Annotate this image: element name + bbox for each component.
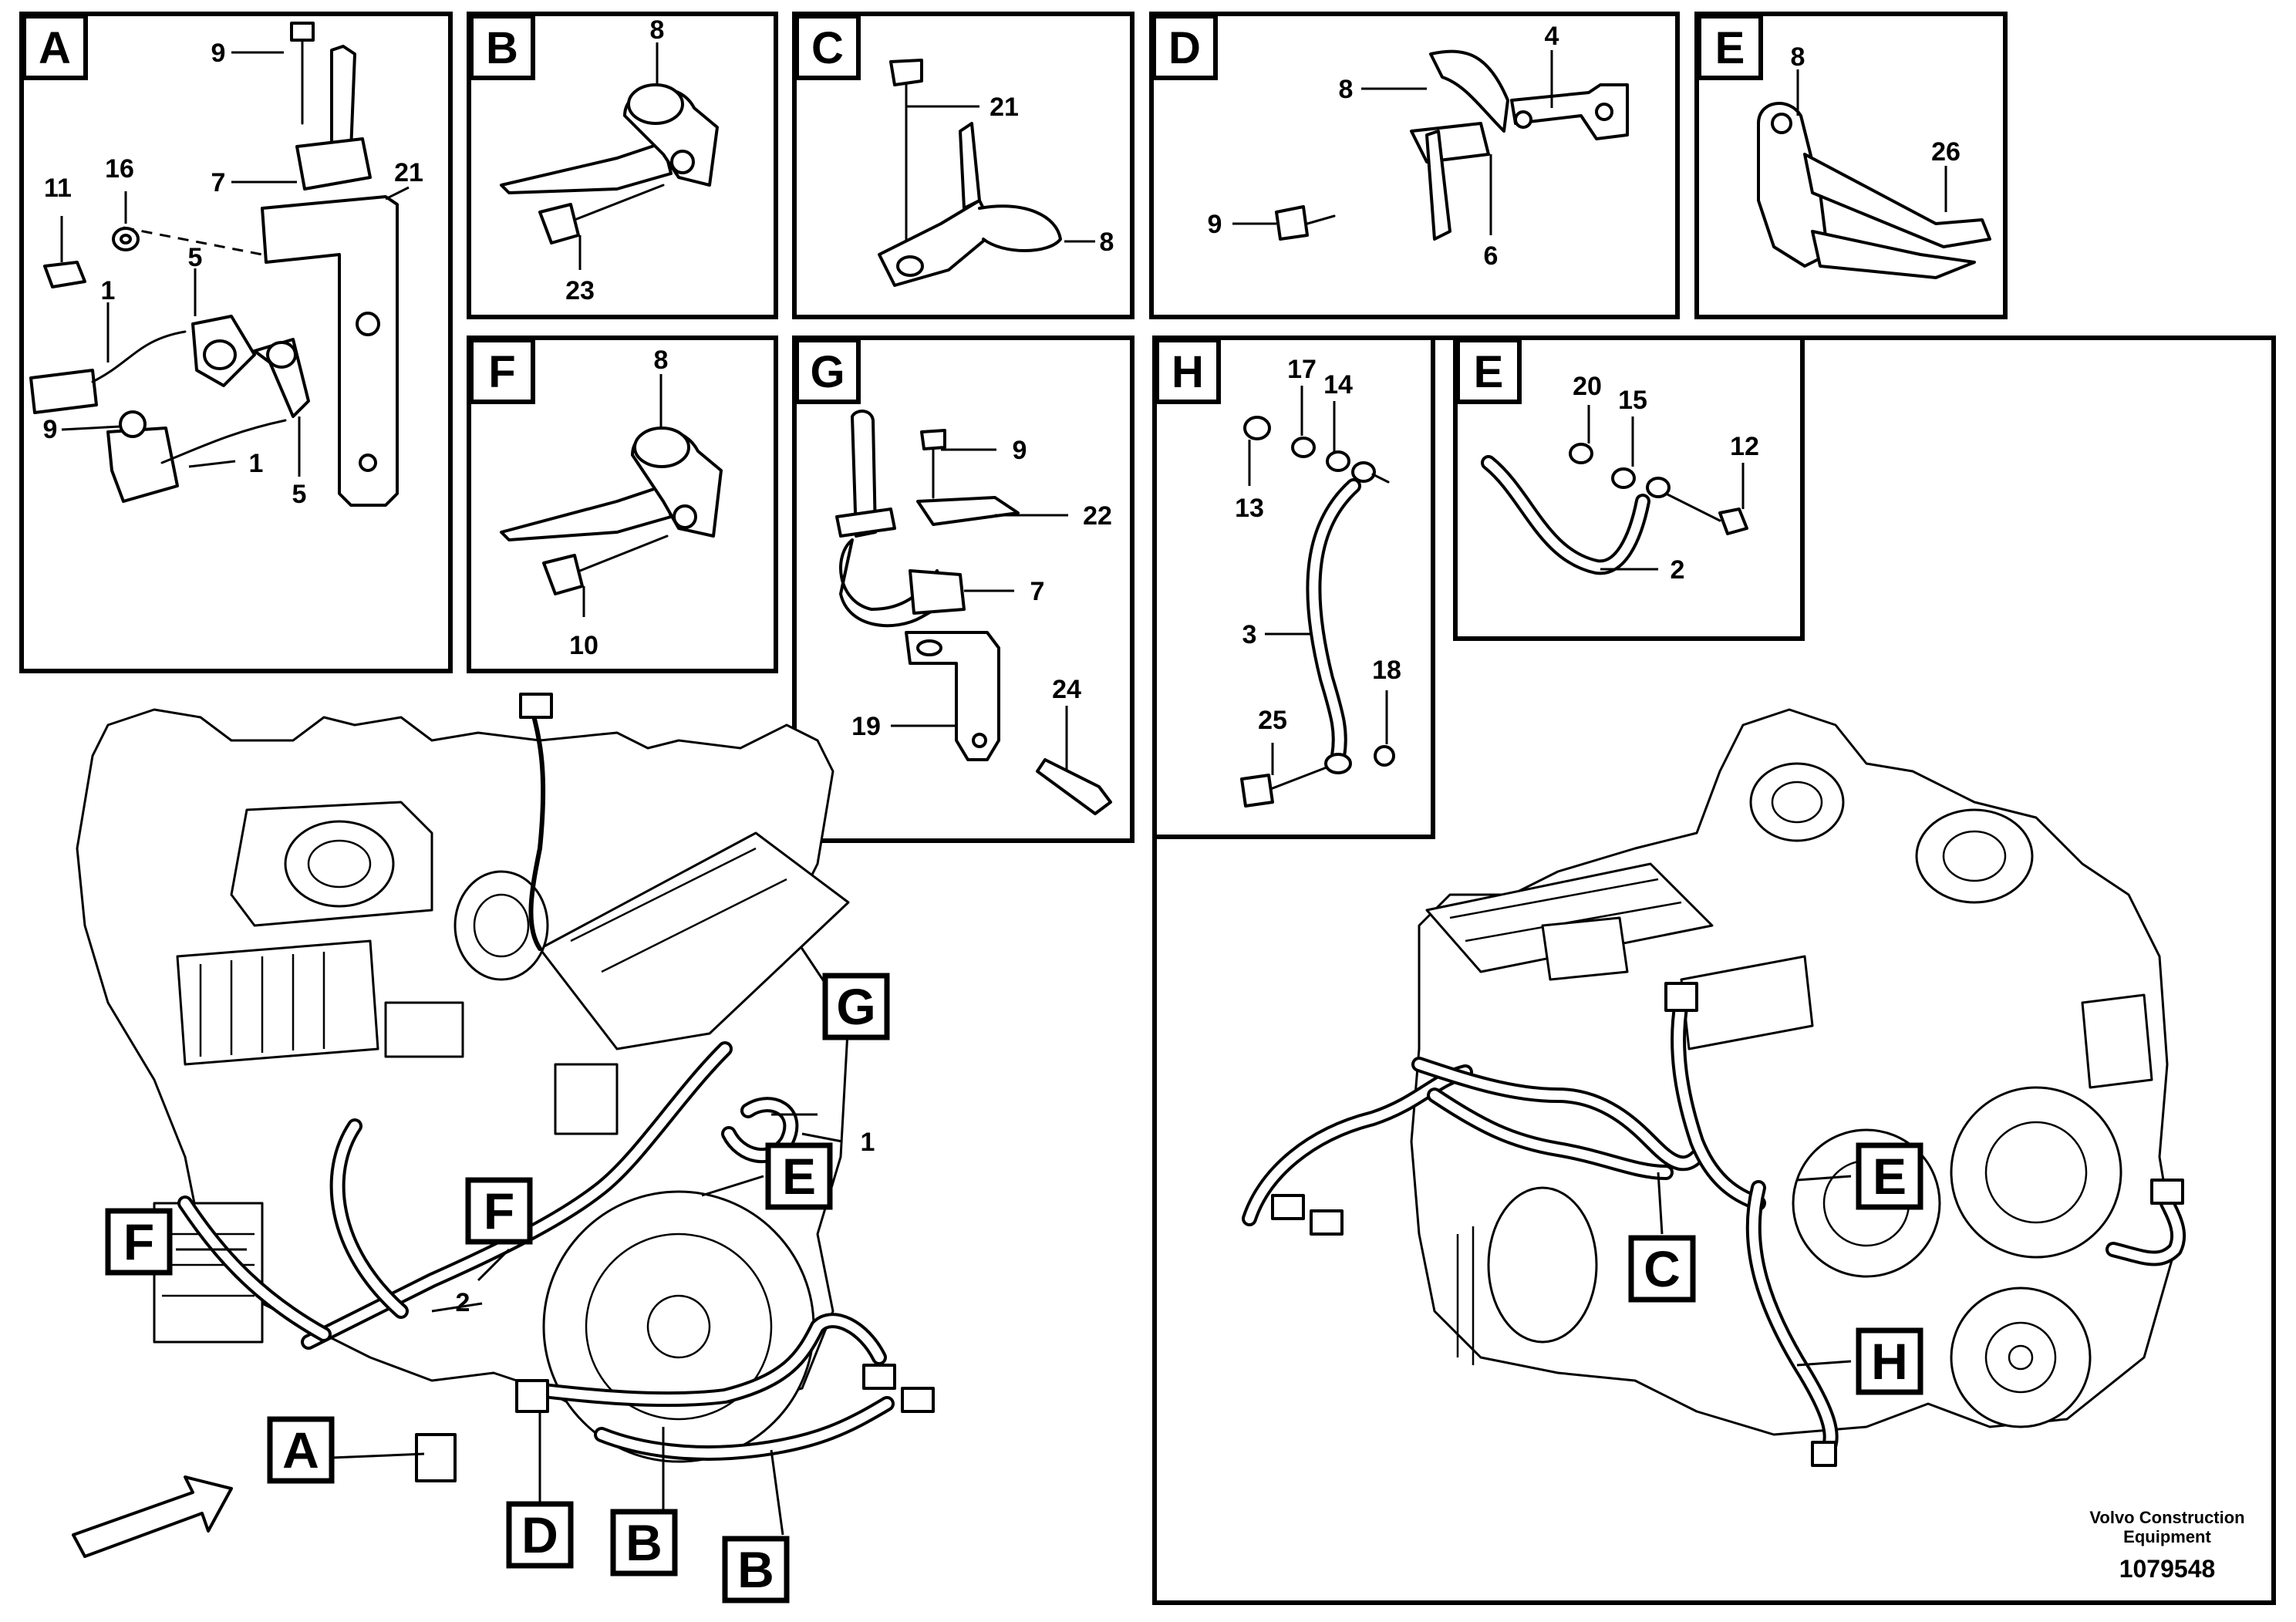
callout-b2 (722, 1536, 790, 1603)
panel-d-letter: D (1168, 23, 1201, 73)
label-7: 7 (1030, 577, 1045, 606)
right-engine-illustration: E C H (1242, 708, 2186, 1467)
label-22: 22 (1083, 501, 1112, 531)
label-1: 1 (101, 276, 116, 305)
label-8: 8 (654, 346, 669, 375)
panel-g-letter: G (810, 347, 845, 397)
label-13: 13 (1235, 494, 1264, 523)
label-2: 2 (1671, 555, 1685, 585)
label-23: 23 (565, 276, 595, 305)
callout-g-letter: G (836, 978, 875, 1035)
callout-f2-letter: F (484, 1182, 514, 1239)
label-25: 25 (1258, 706, 1287, 735)
callout-g (822, 973, 890, 1040)
view-direction-arrow (72, 1475, 233, 1558)
callout-b2-letter: B (737, 1541, 774, 1598)
panel-f-letter: F (488, 347, 515, 397)
connector-1b (106, 427, 179, 503)
panel-b-letter: B (486, 23, 518, 73)
label-9b: 9 (43, 415, 58, 444)
panel-h-letter: H (1172, 347, 1204, 397)
panel-e-mid: E 20 15 12 2 (1453, 336, 1805, 641)
label-9: 9 (211, 39, 226, 68)
callout-c-right-letter: C (1644, 1240, 1681, 1297)
callout-b-letter: B (625, 1514, 663, 1571)
callout-e (765, 1142, 833, 1210)
callout-f-letter: F (123, 1213, 154, 1270)
label-8: 8 (1100, 228, 1114, 257)
label-18: 18 (1372, 656, 1401, 685)
panel-e-top: E 8 26 (1694, 12, 2008, 319)
callout-a (267, 1416, 335, 1484)
panel-c-letter: C (811, 23, 844, 73)
label-5: 5 (188, 243, 203, 272)
label-12: 12 (1730, 432, 1759, 461)
label-2: 2 (456, 1288, 470, 1317)
label-6: 6 (1484, 241, 1499, 271)
callout-e-letter: E (782, 1148, 816, 1205)
label-3: 3 (1242, 620, 1257, 649)
callout-b (610, 1509, 678, 1576)
panel-a: A 9 (19, 12, 453, 673)
panel-e-letter: E (1715, 23, 1745, 73)
label-10: 10 (569, 631, 598, 660)
connector-1 (29, 369, 98, 414)
callout-h-right (1856, 1327, 1923, 1395)
label-9: 9 (1013, 436, 1027, 465)
label-21: 21 (394, 158, 423, 187)
label-8: 8 (650, 15, 665, 45)
label-8: 8 (1339, 75, 1354, 104)
left-engine-illustration: G E F F A D B B 1 2 (72, 693, 935, 1603)
bracket (261, 195, 399, 507)
label-17: 17 (1287, 355, 1317, 384)
label-11: 11 (44, 174, 72, 203)
callout-a-letter: A (282, 1421, 319, 1479)
panel-d: D 4 8 9 6 (1149, 12, 1680, 319)
callout-d (506, 1501, 574, 1569)
credit-line-1: Volvo Construction (2089, 1508, 2244, 1527)
credit-line-2: Equipment (2123, 1527, 2211, 1546)
label-26: 26 (1931, 137, 1961, 167)
nut-11 (43, 261, 86, 288)
document-number: 1079548 (2119, 1555, 2216, 1583)
label-14: 14 (1323, 370, 1353, 400)
credit-block: Volvo Construction Equipment 1079548 (2089, 1508, 2244, 1583)
panel-a-letter: A (39, 23, 71, 73)
callout-d-letter: D (521, 1506, 558, 1563)
label-15: 15 (1618, 386, 1647, 415)
panel-g: G 9 22 7 24 19 (792, 336, 1135, 843)
bolt-9 (290, 22, 315, 42)
label-7: 7 (211, 168, 226, 197)
label-20: 20 (1573, 372, 1602, 401)
panel-c: C 21 8 (792, 12, 1135, 319)
label-16: 16 (105, 154, 134, 184)
panel-a-badge (22, 14, 88, 80)
label-4: 4 (1545, 22, 1559, 51)
panel-b: B 8 23 (467, 12, 778, 319)
callout-h-right-letter: H (1871, 1333, 1908, 1390)
label-21: 21 (990, 93, 1019, 122)
callout-e-right-letter: E (1873, 1148, 1907, 1205)
callout-f2 (465, 1177, 533, 1245)
callout-c-right (1628, 1235, 1696, 1303)
label-5b: 5 (292, 480, 307, 509)
label-1: 1 (861, 1128, 875, 1157)
label-8: 8 (1791, 42, 1805, 72)
panel-e-mid-letter: E (1474, 347, 1504, 397)
label-9: 9 (1208, 210, 1222, 239)
callout-e-right (1856, 1142, 1923, 1210)
label-19: 19 (851, 712, 881, 741)
panel-f: F 8 10 (467, 336, 778, 673)
panel-h: H 17 14 13 3 18 25 (1151, 336, 2276, 1605)
callout-f (105, 1208, 173, 1276)
label-24: 24 (1052, 675, 1081, 704)
label-1b: 1 (249, 449, 264, 478)
